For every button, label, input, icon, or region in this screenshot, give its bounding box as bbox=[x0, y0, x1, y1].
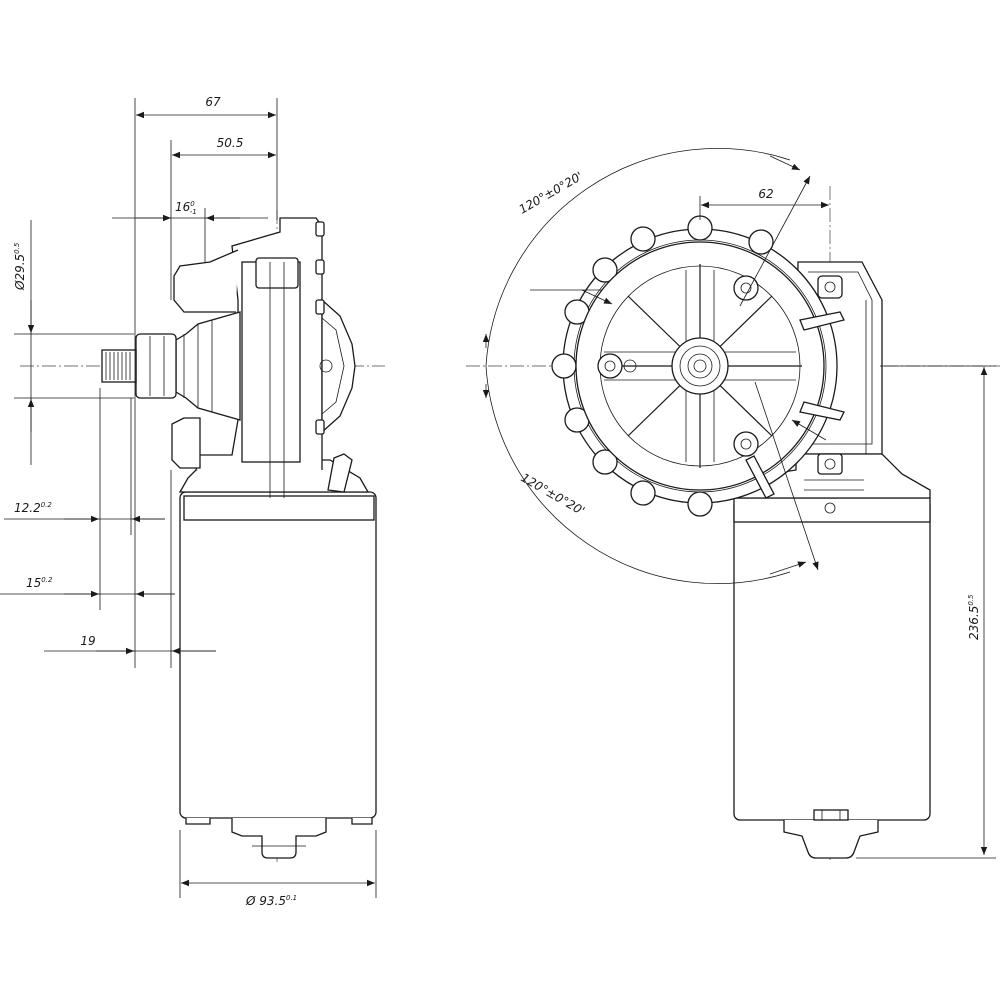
dim-label-29-5-tol: 0.5 bbox=[13, 242, 21, 254]
dim-label-93-5-value: Ø 93.5 bbox=[245, 894, 286, 908]
side-extension-lines bbox=[14, 98, 377, 898]
front-view: 62 120°±0°20' 120°±0°20' 236.50.5 bbox=[466, 148, 1000, 862]
dim-label-16: 160-1 bbox=[175, 200, 197, 216]
dim-label-50-5: 50.5 bbox=[217, 136, 244, 150]
dim-label-236-5: 236.50.5 bbox=[967, 594, 981, 640]
angle-label-top: 120°±0°20' bbox=[517, 169, 586, 217]
dim-label-236-5-value: 236.5 bbox=[967, 606, 981, 640]
side-view: 67 50.5 160-1 Ø29.50.5 12.20.2 150.2 19 … bbox=[0, 95, 385, 908]
motor-housing-side bbox=[179, 491, 377, 859]
dim-label-15-tol: 0.2 bbox=[41, 576, 53, 584]
dim-label-67: 67 bbox=[205, 95, 221, 109]
dim-label-29-5: Ø29.50.5 bbox=[13, 242, 27, 291]
gearbox-side bbox=[101, 217, 370, 498]
dim-label-15: 150.2 bbox=[26, 576, 53, 590]
dim-label-16-lower-tol: -1 bbox=[190, 208, 197, 216]
gear-housing-front bbox=[551, 215, 845, 517]
dim-label-19: 19 bbox=[80, 634, 95, 648]
dim-label-29-5-value: Ø29.5 bbox=[13, 254, 27, 291]
mounting-lugs bbox=[551, 215, 774, 517]
motor-housing-front bbox=[733, 261, 931, 859]
dim-label-12-2-tol: 0.2 bbox=[41, 501, 53, 509]
dim-label-15-value: 15 bbox=[26, 576, 41, 590]
dim-label-16-upper-tol: 0 bbox=[190, 200, 195, 208]
dim-label-12-2-value: 12.2 bbox=[14, 501, 41, 515]
angle-arc bbox=[485, 148, 791, 584]
dim-label-16-value: 16 bbox=[175, 200, 191, 214]
dim-label-93-5: Ø 93.50.1 bbox=[245, 894, 297, 908]
angle-label-bottom: 120°±0°20' bbox=[519, 470, 588, 518]
dim-label-62: 62 bbox=[758, 187, 773, 201]
dim-label-236-5-tol: 0.5 bbox=[967, 594, 975, 606]
dim-label-93-5-tol: 0.1 bbox=[286, 894, 297, 902]
dim-label-12-2: 12.20.2 bbox=[14, 501, 52, 515]
